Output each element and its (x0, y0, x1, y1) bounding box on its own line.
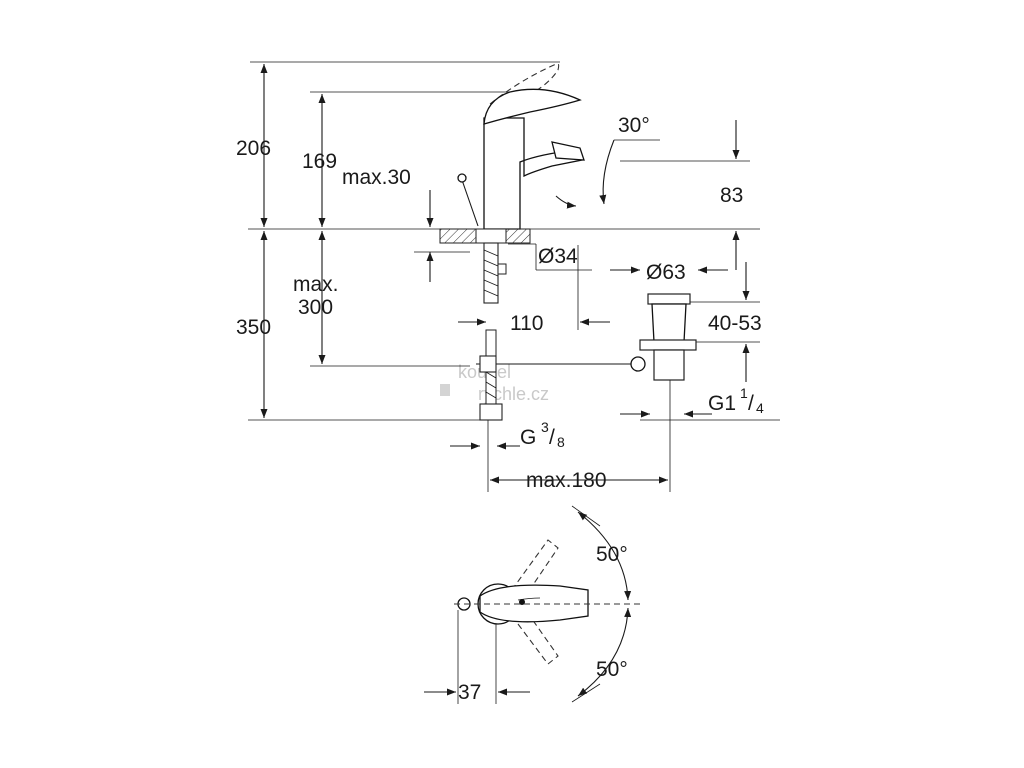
hose-nut (479, 403, 503, 421)
label-350: 350 (236, 316, 271, 339)
label-40-53: 40-53 (708, 312, 762, 335)
watermark-icon (440, 384, 450, 396)
label-max-180: max.180 (526, 469, 607, 492)
lever-swing-left (505, 539, 559, 605)
svg-text:1: 1 (740, 385, 748, 401)
label-angle-50-bottom: 50° (596, 658, 628, 681)
svg-text:G: G (520, 426, 536, 449)
popup-rod (461, 179, 479, 227)
lever-mark-icon (519, 599, 525, 605)
label-300: 300 (298, 296, 333, 319)
label-206: 206 (236, 137, 271, 160)
drain-body (651, 303, 687, 343)
spout-outlet (551, 141, 585, 161)
svg-text:G1: G1 (708, 392, 736, 415)
lever-raised-outline (489, 63, 560, 105)
drain-head (647, 293, 691, 305)
label-169: 169 (302, 150, 337, 173)
label-max: max. (293, 273, 339, 296)
label-dia-34: Ø34 (538, 245, 578, 268)
label-angle-30: 30° (618, 114, 650, 137)
lever-swing-right (505, 601, 559, 665)
label-83: 83 (720, 184, 743, 207)
svg-text:4: 4 (756, 400, 764, 416)
drain-pivot (630, 356, 646, 372)
dimension-lines (260, 64, 750, 484)
label-g-3-8: G 3 / 8 (520, 419, 565, 450)
label-angle-50-top: 50° (596, 543, 628, 566)
svg-text:8: 8 (557, 434, 565, 450)
svg-text:3: 3 (541, 419, 549, 435)
dimension-labels: 206 169 max.30 30° 83 Ø34 Ø63 max. 300 3… (236, 114, 764, 704)
lever-handle (483, 88, 582, 125)
label-dia-63: Ø63 (646, 261, 686, 284)
popup-knob (457, 173, 467, 183)
faucet-top-view (424, 505, 640, 704)
faucet-body (483, 117, 584, 230)
label-g1-1-4: G1 1 / 4 (708, 385, 764, 416)
label-37: 37 (458, 681, 481, 704)
svg-text:/: / (748, 392, 754, 415)
label-max30: max.30 (342, 166, 411, 189)
label-110: 110 (510, 312, 543, 335)
faucet-front-view (439, 63, 697, 421)
svg-text:/: / (549, 426, 555, 449)
